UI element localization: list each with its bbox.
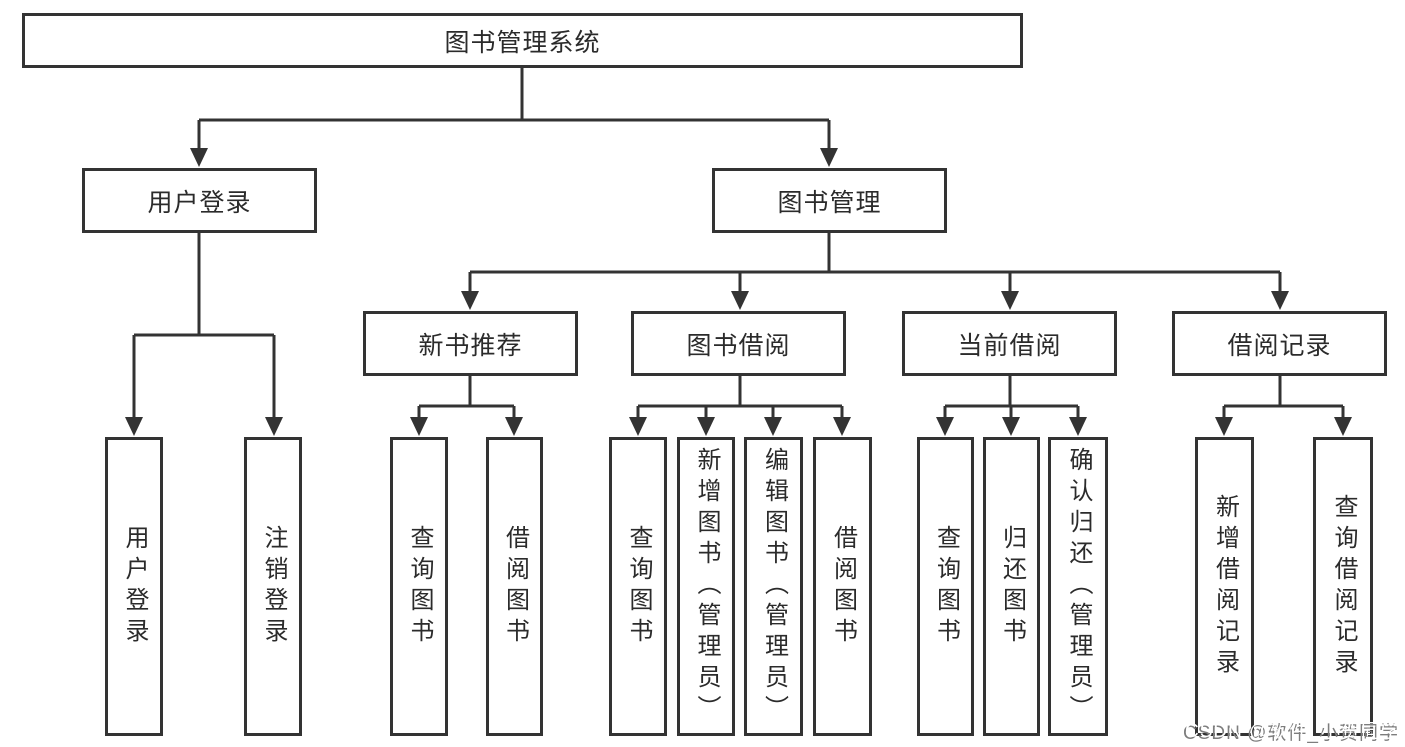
connector-currentborrow-to-leaves [936,376,1087,436]
csdn-watermark: CSDN @软件_小贺同学 [1185,721,1401,742]
leaf-label: 查询借阅记录 [1330,493,1357,680]
node-label: 图书管理 [777,188,882,217]
node-label: 图书借阅 [686,331,791,360]
leaf-logout: 注销登录 [244,437,302,736]
leaf-current-confirm-return-admin: 确认归还（管理员） [1048,437,1108,736]
node-label: 用户登录 [147,188,252,217]
node-borrow-records: 借阅记录 [1172,311,1387,376]
node-current-borrow: 当前借阅 [902,311,1117,376]
leaf-borrow-borrow-book: 借阅图书 [813,437,872,736]
connector-bookmgmt-to-level3 [461,233,1289,310]
leaf-label: 用户登录 [121,524,148,649]
leaf-label: 归还图书 [998,524,1026,649]
node-label: 当前借阅 [957,331,1062,360]
leaf-label: 新增图书（管理员） [693,447,720,726]
leaf-current-return-book: 归还图书 [983,437,1040,736]
connector-borrowrecords-to-leaves [1215,376,1352,436]
leaf-newbooks-query-book: 查询图书 [390,437,448,736]
leaf-label: 查询图书 [625,524,652,649]
node-root-library-system: 图书管理系统 [22,13,1023,68]
connector-newbooks-to-leaves [410,376,523,436]
leaf-label: 编辑图书（管理员） [760,447,788,726]
leaf-label: 借阅图书 [501,524,529,649]
node-book-borrow: 图书借阅 [631,311,846,376]
leaf-label: 查询图书 [406,524,433,649]
leaf-records-add-record: 新增借阅记录 [1195,437,1254,736]
leaf-label: 查询图书 [932,524,960,649]
leaf-newbooks-borrow-book: 借阅图书 [486,437,543,736]
leaf-records-query-record: 查询借阅记录 [1313,437,1373,736]
connector-root-to-level2 [190,68,838,167]
leaf-current-query-book: 查询图书 [917,437,974,736]
leaf-borrow-query-book: 查询图书 [609,437,667,736]
node-label: 图书管理系统 [444,28,601,57]
connector-bookborrow-to-leaves [629,376,851,436]
node-label: 新书推荐 [418,331,523,360]
leaf-label: 注销登录 [260,524,287,649]
leaf-label: 确认归还（管理员） [1065,447,1092,726]
leaf-label: 借阅图书 [829,524,857,649]
node-user-login: 用户登录 [82,168,317,233]
leaf-user-login: 用户登录 [105,437,163,736]
node-book-management: 图书管理 [712,168,947,233]
leaf-label: 新增借阅记录 [1211,493,1239,680]
node-label: 借阅记录 [1227,331,1332,360]
connector-userlogin-to-leaves [125,233,283,436]
leaf-borrow-edit-book-admin: 编辑图书（管理员） [744,437,803,736]
leaf-borrow-add-book-admin: 新增图书（管理员） [677,437,735,736]
node-new-book-recommend: 新书推荐 [363,311,578,376]
